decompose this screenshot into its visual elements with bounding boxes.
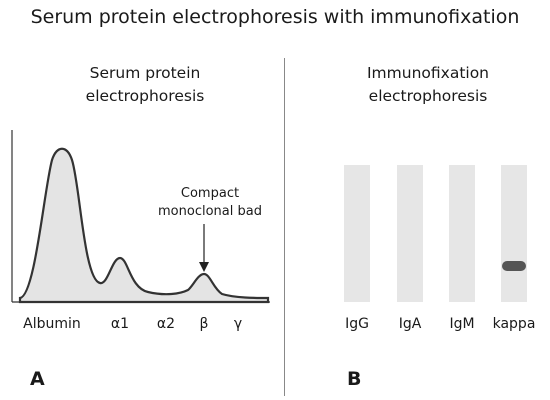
lane-label-igm: IgM: [449, 316, 475, 332]
panel-divider: [284, 58, 285, 396]
annotation-monoclonal-band: Compact monoclonal bad: [150, 185, 270, 221]
panel-a-title: Serum protein electrophoresis: [20, 62, 270, 108]
x-label-beta: β: [199, 316, 209, 332]
panel-b-title: Immunofixation electrophoresis: [318, 62, 538, 108]
panel-letter-a: A: [30, 368, 45, 390]
panel-b-title-line2: electrophoresis: [368, 87, 488, 105]
page-title: Serum protein electrophoresis with immun…: [30, 6, 520, 28]
x-label-gamma: γ: [233, 316, 243, 332]
lane-label-iga: IgA: [398, 316, 422, 332]
lane-iga: [397, 165, 423, 302]
annotation-line2: monoclonal bad: [158, 204, 262, 219]
lane-label-igg: IgG: [345, 316, 369, 332]
lane-igm: [449, 165, 475, 302]
x-label-alpha1: α1: [110, 316, 130, 332]
lane-igg: [344, 165, 370, 302]
panel-letter-b: B: [347, 368, 362, 390]
densitometry-curve: [18, 147, 270, 304]
x-label-albumin: Albumin: [23, 316, 81, 332]
panel-a-title-line1: Serum protein: [89, 64, 201, 82]
x-label-alpha2: α2: [156, 316, 176, 332]
arrow-head: [199, 262, 209, 272]
annotation-line1: Compact: [180, 186, 240, 201]
lane-label-kappa: kappa: [492, 316, 536, 332]
panel-a-title-line2: electrophoresis: [85, 87, 205, 105]
panel-b-title-line1: Immunofixation: [366, 64, 490, 82]
lane-kappa: [501, 165, 527, 302]
monoclonal-band: [502, 261, 526, 271]
